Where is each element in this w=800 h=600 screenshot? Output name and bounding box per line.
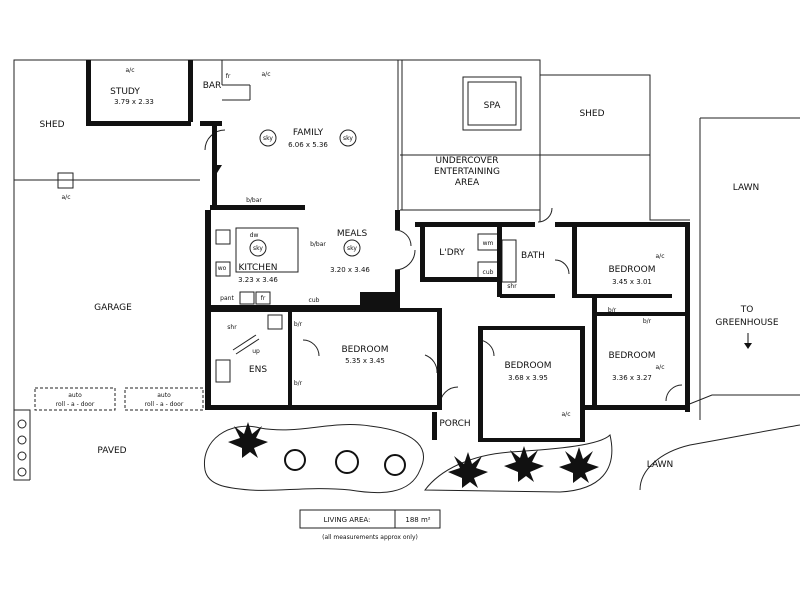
bir-label: b/r: [608, 307, 617, 314]
ens-label: ENS: [249, 365, 267, 375]
living-area-box: LIVING AREA: 188 m² (all measurements ap…: [322, 516, 431, 541]
bbar-label: b/bar: [310, 241, 326, 248]
lawn-top-label: LAWN: [733, 183, 760, 193]
kitchen-label: KITCHEN: [239, 263, 278, 273]
sky-label: sky: [253, 245, 263, 252]
garden-plants: [212, 165, 752, 488]
sky-label: sky: [347, 245, 357, 252]
cub-label: cub: [309, 297, 320, 304]
shrub: [384, 454, 406, 476]
garage-door-1-line2: roll - a - door: [56, 401, 95, 408]
sky-label: sky: [343, 135, 353, 142]
bedroom-3-label: BEDROOM: [609, 351, 656, 361]
bir-label: b/r: [294, 321, 303, 328]
meals-size: 3.20 x 3.46: [330, 266, 370, 274]
garage-door-1-line1: auto: [68, 392, 82, 399]
shr-label: shr: [227, 324, 237, 331]
spa-label: SPA: [484, 101, 502, 111]
fr-label: fr: [261, 295, 266, 302]
walls: [86, 60, 690, 442]
to-greenhouse-line2: GREENHOUSE: [715, 318, 778, 328]
bedroom-2-size: 3.68 x 3.95: [508, 374, 548, 382]
skylights: [249, 129, 361, 257]
study-size: 3.79 x 2.33: [114, 98, 154, 106]
to-greenhouse-line1: TO: [740, 305, 754, 315]
meals-label: MEALS: [337, 229, 368, 239]
bedroom-main-label: BEDROOM: [342, 345, 389, 355]
paved-label: PAVED: [97, 446, 126, 456]
bedroom-1-label: BEDROOM: [609, 265, 656, 275]
ldry-label: L'DRY: [439, 248, 465, 258]
lawn-bottom-label: LAWN: [647, 460, 674, 470]
shed-right-label: SHED: [579, 109, 604, 119]
family-size: 6.06 x 5.36: [288, 141, 328, 149]
garage-door-2-line1: auto: [157, 392, 171, 399]
family-label: FAMILY: [293, 128, 324, 138]
room-labels: STUDY 3.79 x 2.33 BAR FAMILY 6.06 x 5.36…: [39, 81, 778, 470]
bath-label: BATH: [521, 251, 545, 261]
undercover-line2: ENTERTAINING: [434, 167, 500, 177]
porch-label: PORCH: [439, 419, 470, 429]
bir-label: b/r: [643, 318, 652, 325]
living-area-label: LIVING AREA:: [324, 516, 371, 524]
palm-icon: [228, 422, 599, 488]
ac-label: a/c: [656, 364, 665, 371]
study-label: STUDY: [110, 87, 140, 97]
wo-label: wo: [218, 265, 227, 272]
garage-label: GARAGE: [94, 303, 132, 313]
shrub: [284, 449, 306, 471]
shr-label: shr: [507, 283, 517, 290]
ac-label: a/c: [656, 253, 665, 260]
bedroom-2-label: BEDROOM: [505, 361, 552, 371]
site-lines: [13, 59, 800, 529]
wm-label: wm: [483, 240, 494, 247]
up-label: up: [252, 348, 260, 355]
measurement-note: (all measurements approx only): [322, 534, 418, 541]
dw-label: dw: [250, 232, 259, 239]
fr-label: fr: [226, 73, 231, 80]
sky-label: sky: [263, 135, 273, 142]
undercover-line1: UNDERCOVER: [435, 156, 498, 166]
garage-door-2-line2: roll - a - door: [145, 401, 184, 408]
fixture-labels: a/c a/c a/c a/c a/c a/c fr fr sky sky sk…: [56, 67, 665, 418]
living-area-value: 188 m²: [405, 516, 430, 524]
bar-label: BAR: [203, 81, 222, 91]
ac-label: a/c: [126, 67, 135, 74]
arrow-down-icon: [212, 165, 752, 349]
pant-label: pant: [220, 295, 234, 302]
bedroom-1-size: 3.45 x 3.01: [612, 278, 652, 286]
shrub: [335, 450, 359, 474]
ac-label: a/c: [262, 71, 271, 78]
ac-label: a/c: [562, 411, 571, 418]
ac-label: a/c: [62, 194, 71, 201]
bedroom-3-size: 3.36 x 3.27: [612, 374, 652, 382]
shed-left-label: SHED: [39, 120, 64, 130]
kitchen-size: 3.23 x 3.46: [238, 276, 278, 284]
bedroom-main-size: 5.35 x 3.45: [345, 357, 385, 365]
bir-label: b/r: [294, 380, 303, 387]
undercover-line3: AREA: [455, 178, 480, 188]
bbar-label: b/bar: [246, 197, 262, 204]
cub-label: cub: [483, 269, 494, 276]
